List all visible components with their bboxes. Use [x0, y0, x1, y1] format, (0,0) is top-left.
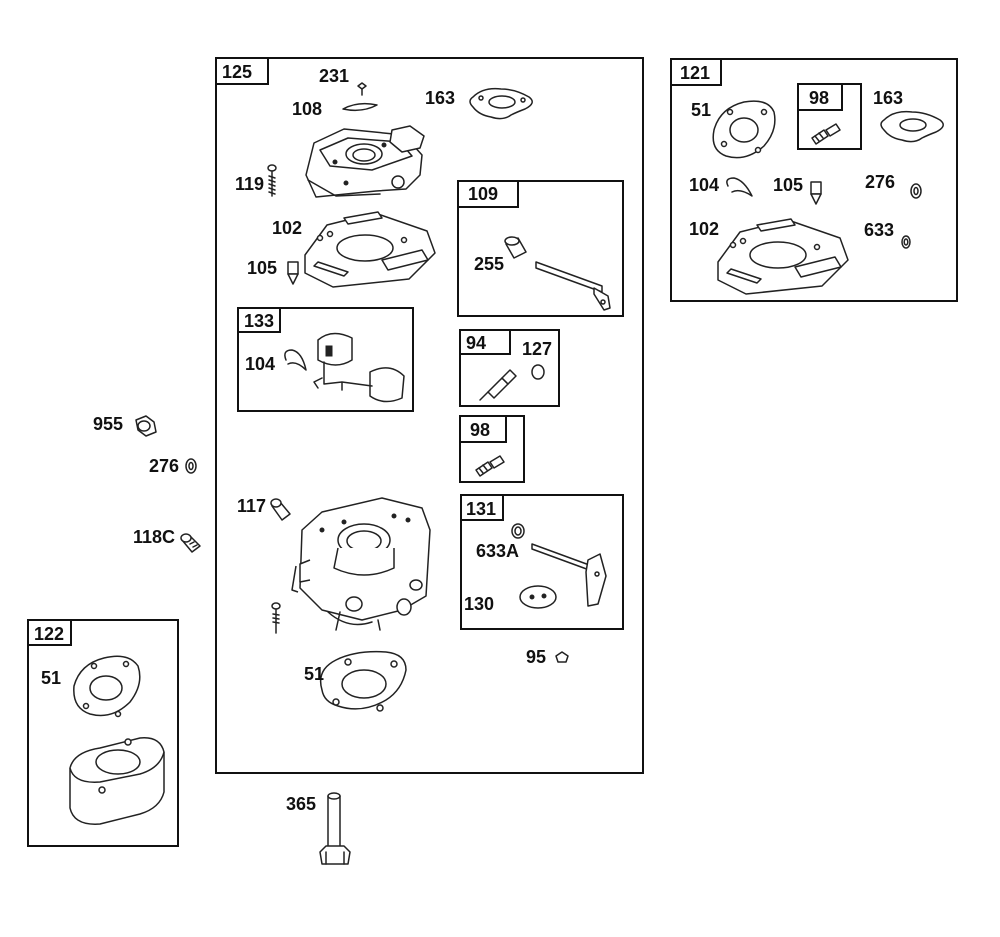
- label-102: 102: [272, 218, 302, 238]
- label-51: 51: [304, 664, 324, 684]
- label-l51: 51: [41, 668, 61, 688]
- part-127-o-ring[interactable]: [531, 364, 545, 380]
- part-955-plug[interactable]: [135, 415, 157, 437]
- label-r276: 276: [865, 172, 895, 192]
- group-121-label: 121: [680, 63, 710, 83]
- group-133-tag: [237, 307, 281, 333]
- part-255-bushing[interactable]: [504, 236, 527, 259]
- label-108: 108: [292, 99, 322, 119]
- group-125-label: 125: [222, 62, 252, 82]
- part-121-gasket-51[interactable]: [712, 100, 776, 159]
- group-125: 125: [215, 57, 644, 774]
- group-98b-label: 98: [809, 88, 829, 108]
- part-109-throttle-shaft[interactable]: [535, 261, 611, 311]
- group-94: 94: [459, 329, 560, 407]
- label-95: 95: [526, 647, 546, 667]
- group-131-label: 131: [466, 499, 496, 519]
- label-276: 276: [149, 456, 179, 476]
- group-109-frame: [457, 180, 624, 317]
- label-365: 365: [286, 794, 316, 814]
- group-109-tag: [457, 180, 519, 208]
- label-r633: 633: [864, 220, 894, 240]
- group-94-label: 94: [466, 333, 486, 353]
- part-121-clip-104[interactable]: [726, 177, 753, 197]
- group-98-label: 98: [470, 420, 490, 440]
- group-121: 121: [670, 58, 958, 302]
- label-r104: 104: [689, 175, 719, 195]
- part-98-idle-screw[interactable]: [475, 455, 505, 477]
- part-117-fitting[interactable]: [270, 498, 291, 521]
- part-365-bolt[interactable]: [319, 792, 351, 865]
- part-118c-fitting[interactable]: [180, 533, 201, 553]
- group-125-frame: [215, 57, 644, 774]
- group-109-label: 109: [468, 184, 498, 204]
- label-119: 119: [235, 174, 264, 194]
- group-122-tag: [27, 619, 72, 646]
- group-133: 133: [237, 307, 414, 412]
- label-r105: 105: [773, 175, 803, 195]
- label-117: 117: [237, 496, 266, 516]
- group-98-tag: [459, 415, 507, 443]
- part-633a-seal[interactable]: [511, 523, 525, 539]
- part-102-gasket[interactable]: [304, 211, 436, 288]
- part-98b-idle-screw[interactable]: [811, 123, 841, 145]
- part-104-clip[interactable]: [284, 349, 307, 371]
- label-105: 105: [247, 258, 277, 278]
- group-94-tag: [459, 329, 511, 355]
- group-131: 131: [460, 494, 624, 630]
- group-121-tag: [670, 58, 722, 86]
- part-carburetor-body[interactable]: [291, 497, 431, 631]
- label-r51: 51: [691, 100, 711, 120]
- label-231: 231: [319, 66, 349, 86]
- group-122-label: 122: [34, 624, 64, 644]
- group-98b-tag: [797, 83, 843, 111]
- part-163-gasket[interactable]: [469, 87, 533, 120]
- part-131-choke-shaft[interactable]: [531, 543, 607, 607]
- part-95-screw[interactable]: [555, 651, 569, 663]
- label-633a: 633A: [476, 541, 519, 561]
- group-98: 98: [459, 415, 525, 483]
- label-955: 955: [93, 414, 123, 434]
- label-130: 130: [464, 594, 494, 614]
- group-121-frame: [670, 58, 958, 302]
- label-r102: 102: [689, 219, 719, 239]
- part-121-gasket-163[interactable]: [880, 110, 944, 143]
- part-122-gasket-51[interactable]: [73, 655, 141, 718]
- part-121-washer-276[interactable]: [910, 183, 922, 199]
- part-276-washer[interactable]: [185, 458, 197, 474]
- group-122-frame: [27, 619, 179, 847]
- group-131-frame: [460, 494, 624, 630]
- label-163: 163: [425, 88, 455, 108]
- group-109: 109: [457, 180, 624, 317]
- group-122: 122: [27, 619, 179, 847]
- label-127: 127: [522, 339, 552, 359]
- part-carburetor-cover[interactable]: [305, 125, 425, 198]
- part-needle-screw[interactable]: [271, 602, 281, 634]
- part-121-gasket-102[interactable]: [717, 218, 849, 295]
- part-105-needle[interactable]: [287, 261, 299, 285]
- label-r163: 163: [873, 88, 903, 108]
- group-133-label: 133: [244, 311, 274, 331]
- group-98-b: 98: [797, 83, 862, 150]
- group-133-frame: [237, 307, 414, 412]
- part-122-spacer[interactable]: [69, 737, 165, 825]
- part-130-choke-plate[interactable]: [519, 585, 557, 609]
- part-51-gasket[interactable]: [319, 650, 407, 712]
- label-255: 255: [474, 254, 504, 274]
- part-121-needle-105[interactable]: [810, 181, 822, 205]
- part-94-mixture-screw[interactable]: [479, 369, 517, 401]
- label-104: 104: [245, 354, 275, 374]
- part-119-screw[interactable]: [267, 164, 277, 197]
- part-133-float[interactable]: [313, 332, 405, 403]
- part-121-seal-633[interactable]: [901, 235, 911, 249]
- label-118c: 118C: [133, 527, 175, 547]
- group-125-tag: [215, 57, 269, 85]
- part-108-plate[interactable]: [342, 102, 378, 112]
- part-231-screw[interactable]: [357, 82, 367, 96]
- group-131-tag: [460, 494, 504, 521]
